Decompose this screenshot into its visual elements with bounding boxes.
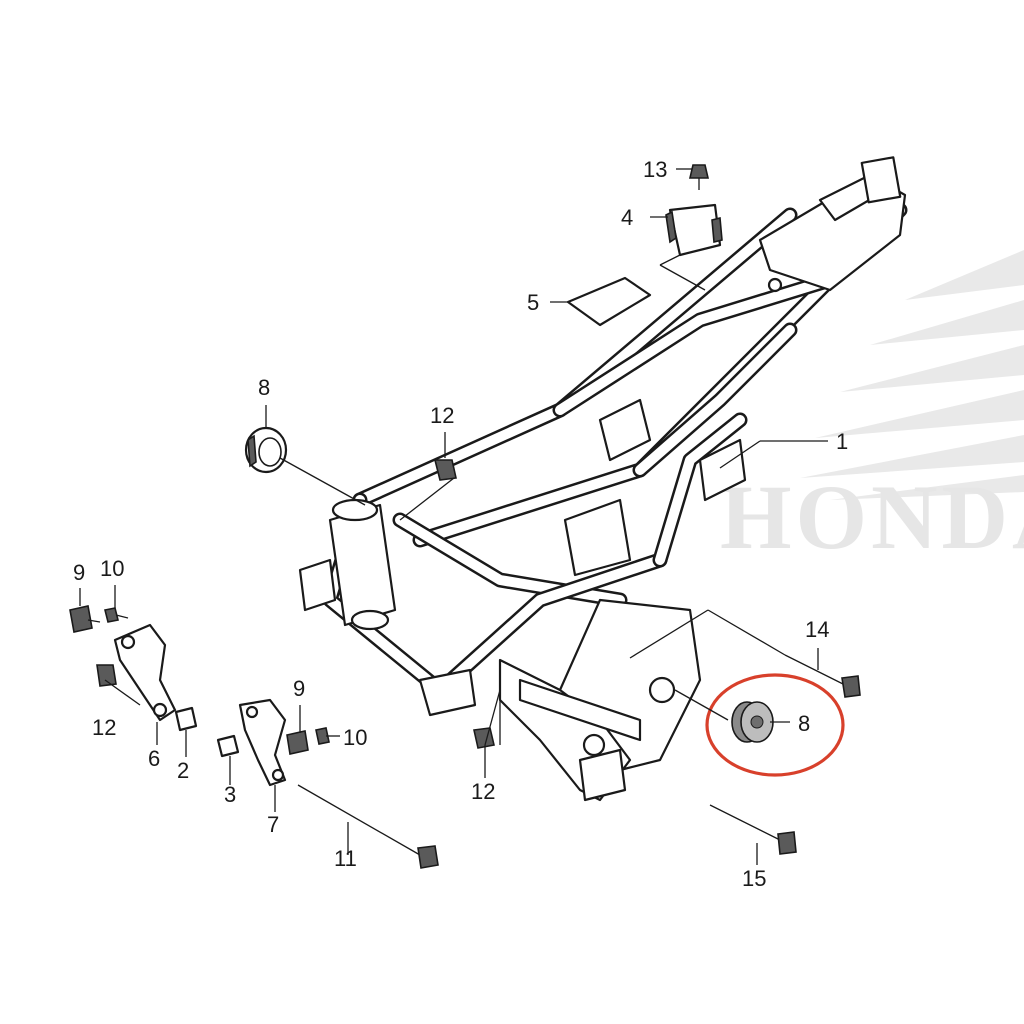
brand-watermark: HONDA [720, 250, 1024, 568]
part-5-plate [566, 276, 652, 327]
part-7-bracket [238, 698, 287, 787]
main-frame [298, 156, 908, 802]
part-14-bolt [784, 654, 861, 698]
part-4-bracket [665, 203, 723, 257]
callout-8-right: 8 [798, 711, 810, 736]
part-12-nut-bottom [473, 727, 495, 749]
part-10-bolt-left [104, 607, 129, 623]
part-10-bolt-mid [315, 727, 340, 745]
callout-4: 4 [621, 205, 633, 230]
callout-1: 1 [836, 429, 848, 454]
part-2-collar [174, 706, 198, 732]
callout-11: 11 [334, 846, 357, 871]
part-3-collar [216, 734, 240, 758]
callout-10-mid: 10 [343, 725, 367, 750]
callout-5: 5 [527, 290, 539, 315]
callout-labels: 1 2 3 4 5 6 7 8 8 9 9 10 10 11 12 12 12 … [73, 157, 848, 891]
callout-6: 6 [148, 746, 160, 771]
part-12-nut-top [433, 459, 457, 481]
part-11-long-bolt [297, 784, 439, 869]
part-8-bushing-right [731, 701, 774, 743]
part-8-bushing-top [244, 426, 288, 474]
callout-14: 14 [805, 617, 829, 642]
part-9-bolt-mid [286, 730, 309, 755]
part-7-hole [271, 768, 285, 782]
callout-12-bottom: 12 [471, 779, 495, 804]
callout-10-left: 10 [100, 556, 124, 581]
callout-13: 13 [643, 157, 667, 182]
wing-logo-watermark [800, 250, 1024, 500]
part-15-bolt [709, 804, 797, 855]
part-6-hole [152, 702, 168, 718]
highlight-ring [705, 673, 845, 777]
callout-12-top: 12 [430, 403, 454, 428]
part-6-hole [120, 634, 136, 650]
callout-12-left: 12 [92, 715, 116, 740]
callout-2: 2 [177, 758, 189, 783]
callout-9-mid: 9 [293, 676, 305, 701]
part-9-bolt-left [69, 605, 101, 633]
callout-9-left: 9 [73, 560, 85, 585]
part-12-nut-left [96, 664, 117, 687]
callout-3: 3 [224, 782, 236, 807]
callout-8-top: 8 [258, 375, 270, 400]
callout-15: 15 [742, 866, 766, 891]
leader-lines [79, 168, 828, 865]
callout-7: 7 [267, 812, 279, 837]
part-13-bolt [688, 164, 710, 190]
watermark-text: HONDA [720, 466, 1024, 568]
part-7-hole [245, 705, 259, 719]
